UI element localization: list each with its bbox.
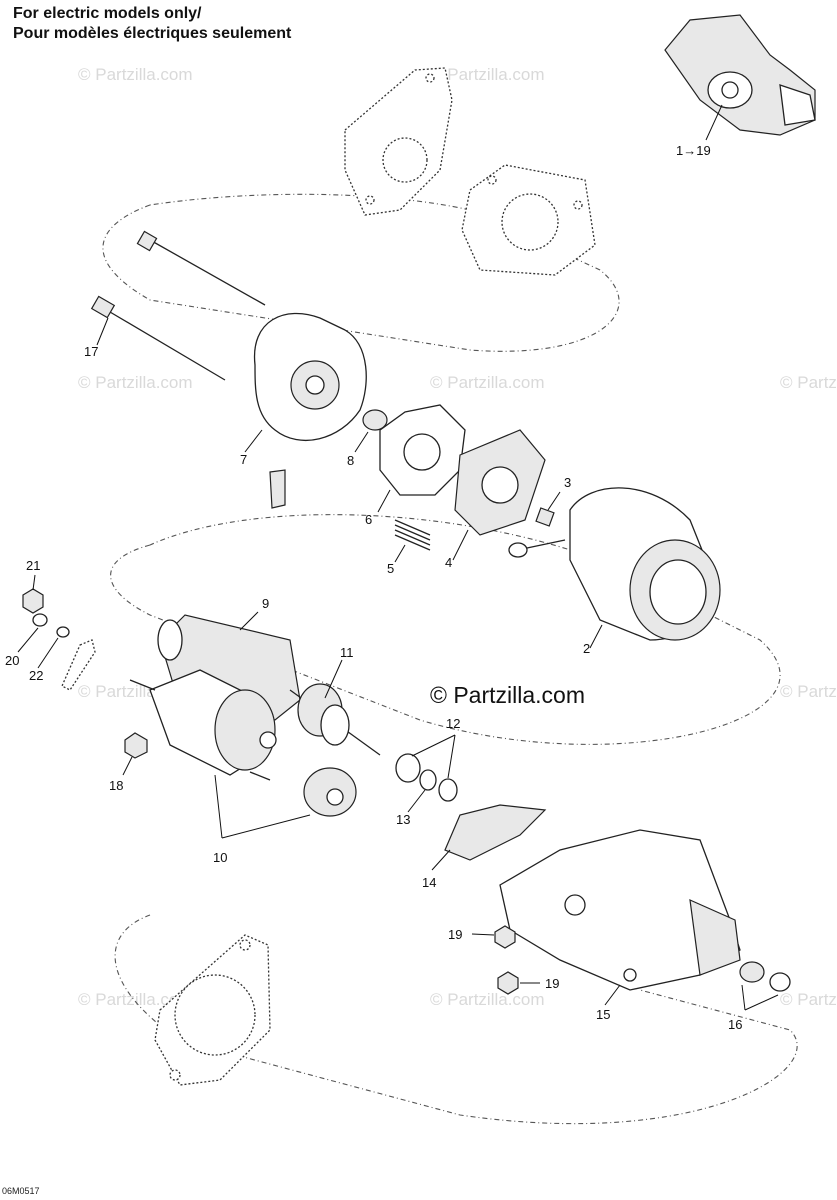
callout-labels: 2 3 4 5 6 7 8 9 10 11 12 13 14 15 16 17 … bbox=[5, 344, 742, 1032]
callout-19: 19 bbox=[545, 976, 559, 991]
brush-and-screw bbox=[508, 507, 566, 558]
leader-line bbox=[37, 637, 59, 669]
leader-line bbox=[244, 429, 263, 453]
callout-10: 10 bbox=[213, 850, 227, 865]
leader-line bbox=[744, 994, 779, 1011]
watermark-text: © Partzilla.com bbox=[430, 373, 545, 392]
callout-9: 9 bbox=[262, 596, 269, 611]
drawing-code: 06M0517 bbox=[2, 1186, 40, 1196]
mounting-plate-top bbox=[344, 67, 453, 216]
watermark-layer: © Partzilla.com © Partzilla.com © Partzi… bbox=[78, 65, 837, 1009]
leader-line bbox=[741, 984, 746, 1011]
seal-ring bbox=[769, 972, 791, 992]
leader-line bbox=[394, 544, 406, 563]
mounting-plate-bottom bbox=[154, 934, 271, 1086]
nut bbox=[22, 588, 44, 614]
leader-line bbox=[122, 756, 133, 776]
phantom-outline-bottom bbox=[114, 914, 798, 1125]
leader-line bbox=[589, 624, 603, 649]
callout-3: 3 bbox=[564, 475, 571, 490]
ring-terminal bbox=[61, 639, 96, 691]
rear-housing bbox=[253, 313, 367, 509]
leader-line bbox=[447, 734, 456, 779]
callout-14: 14 bbox=[422, 875, 436, 890]
brush-plate bbox=[379, 404, 466, 496]
through-bolt bbox=[90, 230, 266, 381]
leader-line bbox=[354, 431, 369, 453]
yoke-housing bbox=[569, 487, 721, 641]
leader-line bbox=[239, 611, 259, 631]
callout-7: 7 bbox=[240, 452, 247, 467]
watermark-text: © Partzilla.com bbox=[78, 65, 193, 84]
phantom-outline-middle bbox=[110, 514, 781, 745]
watermark-text: © Partzilla.com bbox=[430, 990, 545, 1009]
brush-holder bbox=[454, 429, 546, 536]
heading-line-english: For electric models only/ bbox=[13, 5, 202, 22]
callout-11: 11 bbox=[340, 645, 354, 660]
nut bbox=[494, 925, 516, 949]
callout-inset-range: 1→19 bbox=[676, 143, 711, 158]
bushing bbox=[739, 961, 765, 983]
callout-22: 22 bbox=[29, 668, 43, 683]
callout-4: 4 bbox=[445, 555, 452, 570]
leader-line bbox=[221, 814, 311, 839]
leader-line bbox=[96, 317, 109, 346]
phantom-outline-top bbox=[102, 193, 620, 352]
leader-line bbox=[17, 627, 39, 653]
nut bbox=[124, 732, 148, 759]
watermark-text: © Partzilla.com bbox=[78, 990, 193, 1009]
callout-20: 20 bbox=[5, 653, 19, 668]
leader-line bbox=[411, 734, 456, 757]
callout-21: 21 bbox=[26, 558, 40, 573]
brush-spring bbox=[394, 519, 431, 551]
partzilla-brand: © Partzilla.com bbox=[430, 682, 585, 708]
leader-line bbox=[471, 933, 495, 936]
callout-18: 18 bbox=[109, 778, 123, 793]
pinion-gear bbox=[297, 683, 350, 746]
leader-line bbox=[377, 489, 391, 513]
callout-6: 6 bbox=[365, 512, 372, 527]
diagram-heading: For electric models only/ Pour modèles é… bbox=[13, 4, 291, 44]
leader-line bbox=[431, 849, 451, 871]
shift-lever bbox=[444, 804, 547, 861]
callout-15: 15 bbox=[596, 1007, 610, 1022]
callout-2: 2 bbox=[583, 641, 590, 656]
leader-line bbox=[324, 659, 343, 699]
gasket-top bbox=[461, 164, 596, 276]
drive-housing bbox=[499, 829, 741, 991]
bushing bbox=[362, 409, 388, 431]
washer bbox=[32, 613, 48, 627]
leader-line bbox=[547, 491, 561, 511]
leader-line bbox=[407, 789, 426, 813]
callout-16: 16 bbox=[728, 1017, 742, 1032]
starter-assembly-inset bbox=[664, 14, 816, 141]
stop-collar-and-ring bbox=[395, 753, 458, 802]
leader-line bbox=[452, 529, 469, 561]
callout-19: 19 bbox=[448, 927, 462, 942]
watermark-text: © Partzilla.com bbox=[430, 65, 545, 84]
leader-line bbox=[214, 774, 223, 839]
lock-washer bbox=[56, 626, 70, 638]
leader-line bbox=[32, 574, 36, 591]
callout-17: 17 bbox=[84, 344, 98, 359]
callout-13: 13 bbox=[396, 812, 410, 827]
callout-5: 5 bbox=[387, 561, 394, 576]
watermark-text: © Partzilla.com bbox=[780, 990, 837, 1009]
watermark-text: © Partzilla.com bbox=[780, 682, 837, 701]
watermark-text: © Partzilla.com bbox=[780, 373, 837, 392]
watermark-text: © Partzilla.com bbox=[78, 373, 193, 392]
heading-line-french: Pour modèles électriques seulement bbox=[13, 25, 292, 42]
solenoid-assembly bbox=[129, 669, 357, 817]
nut bbox=[497, 971, 519, 995]
callout-8: 8 bbox=[347, 453, 354, 468]
callout-12: 12 bbox=[446, 716, 460, 731]
leader-line bbox=[604, 984, 621, 1006]
